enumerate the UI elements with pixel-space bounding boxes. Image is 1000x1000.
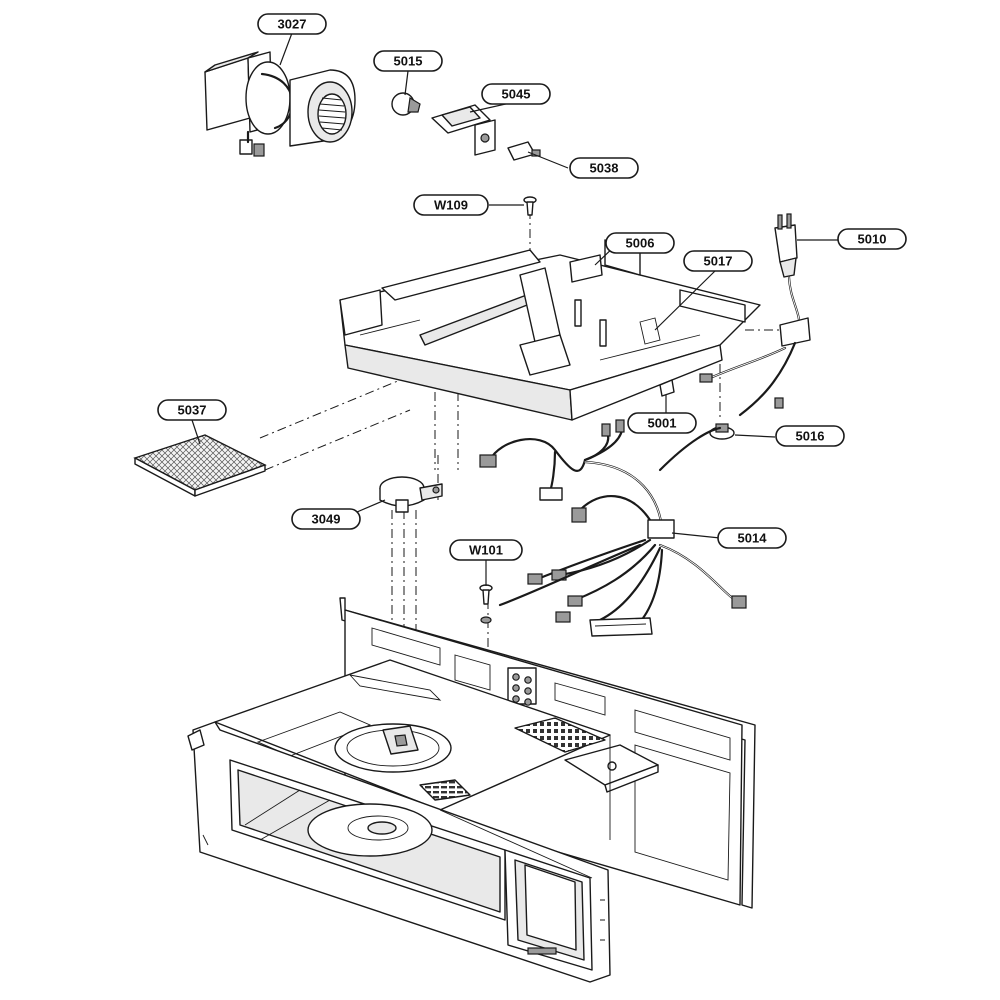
- callout-5015-label: 5015: [394, 54, 423, 69]
- blower-motor-part: [204, 51, 356, 157]
- callout-5010: 5010: [837, 228, 907, 250]
- screw-w109-part: [523, 196, 537, 216]
- callout-5017-label: 5017: [704, 254, 733, 269]
- callout-W109: W109: [413, 194, 489, 216]
- callout-5017: 5017: [683, 250, 753, 272]
- callout-5037-label: 5037: [178, 403, 207, 418]
- power-cord-part: [699, 213, 811, 417]
- callout-3027: 3027: [257, 13, 327, 35]
- callout-W101: W101: [449, 539, 523, 561]
- oven-cavity-chassis: [187, 597, 756, 983]
- screw-w101-part: [479, 584, 493, 624]
- callout-5001-label: 5001: [648, 416, 677, 431]
- callout-3049: 3049: [291, 508, 361, 530]
- thermostat-part: [659, 379, 675, 397]
- control-buttons-grid: [512, 673, 532, 706]
- callout-5006: 5006: [605, 232, 675, 254]
- callout-5038-label: 5038: [590, 161, 619, 176]
- wire-harness-part: [479, 419, 747, 637]
- callout-5006-label: 5006: [626, 236, 655, 251]
- callout-5045: 5045: [481, 83, 551, 105]
- grease-filter-part: [133, 434, 267, 497]
- callout-5001: 5001: [627, 412, 697, 434]
- callout-5045-label: 5045: [502, 87, 531, 102]
- callout-5016: 5016: [775, 425, 845, 447]
- lamp-socket-part: [507, 141, 541, 161]
- top-chassis-part: [339, 239, 761, 421]
- leader-lines: [191, 32, 843, 586]
- callout-3027-label: 3027: [278, 17, 307, 32]
- callout-5015: 5015: [373, 50, 443, 72]
- callout-5016-label: 5016: [796, 429, 825, 444]
- lamp-part: [391, 92, 421, 116]
- callout-5010-label: 5010: [858, 232, 887, 247]
- fuse-part: [709, 423, 735, 440]
- callout-W101-label: W101: [469, 543, 503, 558]
- callout-5038: 5038: [569, 157, 639, 179]
- callout-5014-label: 5014: [738, 531, 768, 546]
- callout-5037: 5037: [157, 399, 227, 421]
- callout-W109-label: W109: [434, 198, 468, 213]
- callout-5014: 5014: [717, 527, 787, 549]
- callout-3049-label: 3049: [312, 512, 341, 527]
- lamp-holder-part: [431, 104, 496, 156]
- turntable-motor-part: [379, 476, 443, 513]
